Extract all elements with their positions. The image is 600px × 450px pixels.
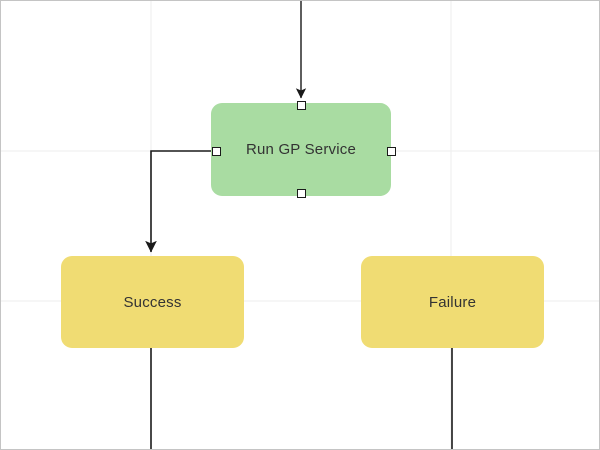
- node-label-failure: Failure: [428, 293, 477, 311]
- node-failure[interactable]: Failure: [361, 256, 544, 348]
- resize-handle-left[interactable]: [211, 146, 221, 156]
- node-run-gp-service[interactable]: Run GP Service: [211, 103, 391, 196]
- edge-run-gp-service-to-success[interactable]: [145, 150, 212, 253]
- resize-handle-top[interactable]: [296, 100, 306, 110]
- node-label-success: Success: [123, 293, 182, 311]
- node-success[interactable]: Success: [61, 256, 244, 348]
- node-label-run-gp-service: Run GP Service: [245, 141, 357, 158]
- resize-handle-right[interactable]: [386, 146, 396, 156]
- resize-handle-bottom[interactable]: [296, 188, 306, 198]
